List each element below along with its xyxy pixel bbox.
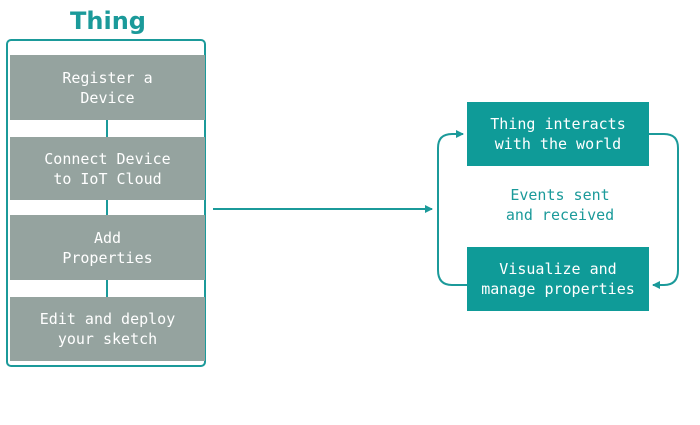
step-add-properties: Add Properties [10, 215, 205, 280]
step-edit-deploy-sketch: Edit and deploy your sketch [10, 297, 205, 361]
loop-arrow-right [649, 133, 679, 289]
box-thing-interacts: Thing interacts with the world [467, 102, 649, 166]
step-connect-device: Connect Device to IoT Cloud [10, 137, 205, 200]
thing-title: Thing [70, 7, 146, 35]
loop-arrow-left [437, 130, 467, 286]
box-visualize-manage: Visualize and manage properties [467, 247, 649, 311]
events-label: Events sent and received [505, 186, 615, 224]
thing-frame [6, 39, 206, 367]
step-register-device: Register a Device [10, 55, 205, 120]
